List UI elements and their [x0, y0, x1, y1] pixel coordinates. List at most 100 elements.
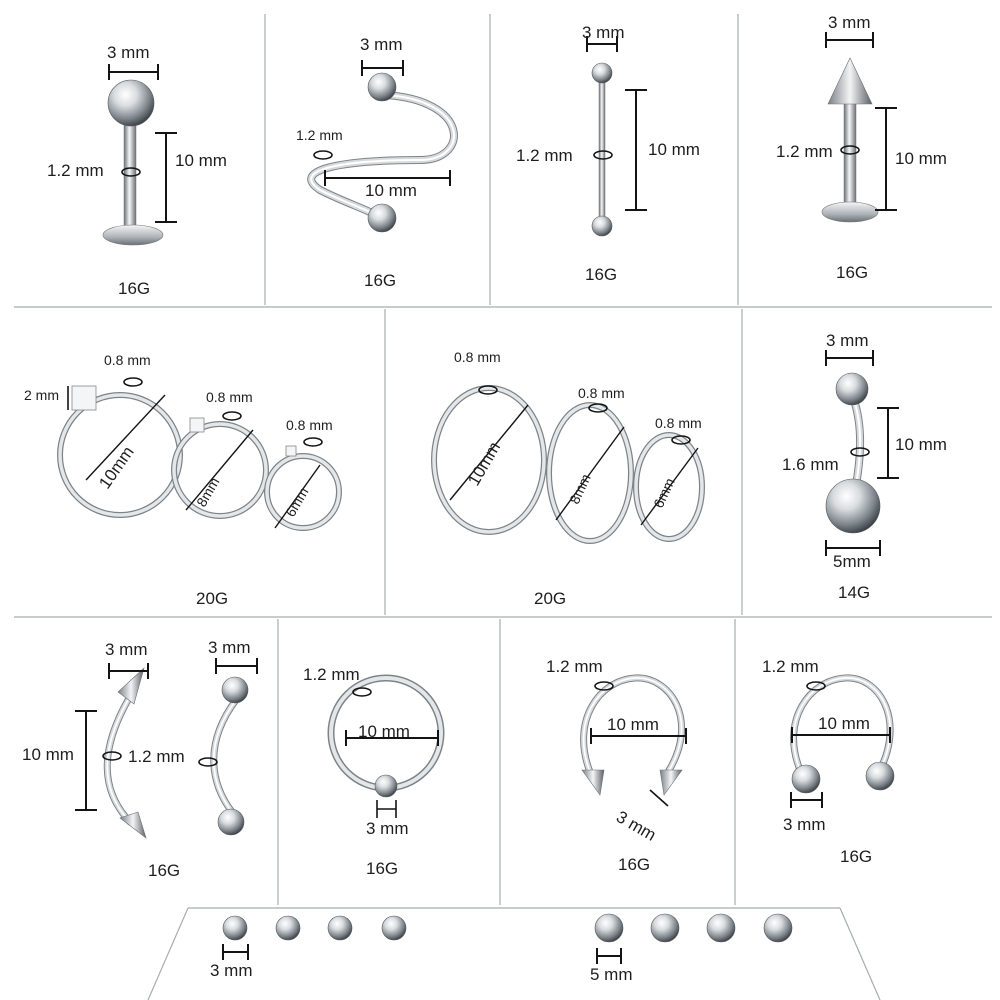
- length-label: 10 mm: [175, 151, 227, 170]
- length-label: 10 mm: [365, 181, 417, 200]
- wire-ring-mark: [222, 411, 242, 421]
- small-ball-size-label: 3 mm: [210, 961, 253, 980]
- hoop-end-disc: [285, 445, 297, 457]
- spare-ball-small: [222, 915, 248, 941]
- gauge-label: 16G: [836, 263, 869, 282]
- spare-ball-small: [327, 915, 353, 941]
- hoop-medium: [172, 422, 268, 518]
- wire-ring-mark: [303, 437, 323, 447]
- gauge-label: 16G: [118, 279, 151, 298]
- horseshoe-left-ball: [791, 764, 821, 794]
- wire-size-label: 1.2 mm: [762, 657, 819, 676]
- captive-ball: [374, 774, 398, 798]
- tray-left: [147, 907, 189, 1000]
- curved-spike-bar-shine: [106, 699, 131, 823]
- gauge-label: 14G: [838, 583, 871, 602]
- bar-ring-mark: [593, 150, 613, 160]
- wire-size-label: 1.2 mm: [303, 665, 360, 684]
- gauge-label: 16G: [585, 265, 618, 284]
- diameter-line: [449, 404, 529, 501]
- belly-top-ball: [835, 372, 869, 406]
- wire-ring-mark: [313, 150, 333, 160]
- twister-wire-shine: [310, 94, 455, 219]
- diameter-label: 10 mm: [607, 715, 659, 734]
- wire-size-label: 0.8 mm: [578, 385, 625, 401]
- spare-ball-large: [706, 913, 736, 943]
- wire-ring-mark: [102, 751, 122, 761]
- wire-size-label: 0.8 mm: [286, 417, 333, 433]
- diameter-line: [640, 447, 699, 526]
- hoop-small: [634, 433, 704, 541]
- horseshoe-left-spike: [581, 769, 605, 796]
- bar-size-label: 1.2 mm: [516, 146, 573, 165]
- ball-size-label: 3 mm: [366, 819, 409, 838]
- spike-dim: [649, 789, 669, 807]
- labret-disc: [102, 224, 164, 246]
- bar-size-label: 1.2 mm: [776, 142, 833, 161]
- bar-ring-mark: [121, 167, 141, 177]
- ball-size-label: 3 mm: [107, 43, 150, 62]
- wire-size-label: 0.8 mm: [655, 415, 702, 431]
- hoop-end-disc: [189, 417, 205, 433]
- spike-disc: [821, 201, 879, 223]
- gauge-label: 16G: [618, 855, 651, 874]
- diameter-line: [85, 394, 166, 481]
- large-ball-size-label: 5 mm: [590, 965, 633, 984]
- spare-ball-large: [650, 913, 680, 943]
- curved-top-spike: [117, 667, 145, 705]
- diameter-label: 10 mm: [358, 722, 410, 741]
- bar-ring-mark: [840, 145, 860, 155]
- length-label: 10 mm: [895, 149, 947, 168]
- bar-ring-mark: [850, 447, 870, 457]
- twister-bottom-ball: [367, 203, 397, 233]
- spare-ball-small: [275, 915, 301, 941]
- wire-size-label: 1.2 mm: [546, 657, 603, 676]
- wire-ring-mark: [198, 757, 218, 767]
- ball-size-label: 3 mm: [783, 815, 826, 834]
- horseshoe-right-ball: [865, 761, 895, 791]
- curved-top-ball: [221, 676, 249, 704]
- industrial-bar: [598, 79, 606, 221]
- bar-size-label: 1.2 mm: [296, 127, 343, 143]
- spare-ball-small: [381, 915, 407, 941]
- horseshoe-spike-wire-shine: [582, 677, 683, 773]
- wire-ring-mark: [594, 681, 614, 691]
- gauge-label: 20G: [534, 589, 567, 608]
- spike-cone: [827, 57, 873, 105]
- hoop-large: [58, 393, 182, 517]
- spike-post: [843, 99, 857, 213]
- ball-size-label: 3 mm: [208, 638, 251, 657]
- industrial-top-ball: [591, 62, 613, 84]
- curved-bottom-spike: [119, 811, 147, 839]
- wire-size-label: 0.8 mm: [454, 349, 501, 365]
- hoop-end-disc: [71, 385, 97, 411]
- length-label: 10 mm: [22, 745, 74, 764]
- gauge-label: 16G: [366, 859, 399, 878]
- spike-size-label: 3 mm: [105, 640, 148, 659]
- length-label: 10 mm: [895, 435, 947, 454]
- length-label: 10 mm: [648, 140, 700, 159]
- wire-ring-mark: [478, 385, 498, 395]
- spare-ball-large: [763, 913, 793, 943]
- bar-size-label: 1.6 mm: [782, 455, 839, 474]
- ball-size-label: 3 mm: [826, 331, 869, 350]
- diameter-label: 10 mm: [818, 714, 870, 733]
- gauge-label: 20G: [196, 589, 229, 608]
- diameter-line: [185, 429, 254, 511]
- big-ball-size-label: 5mm: [833, 552, 871, 571]
- curved-bottom-ball: [217, 808, 245, 836]
- bar-size-label: 1.2 mm: [47, 161, 104, 180]
- belly-bottom-ball: [825, 478, 881, 534]
- wire-ring-mark: [123, 377, 143, 387]
- cone-size-label: 3 mm: [828, 13, 871, 32]
- wire-ring-mark: [806, 681, 826, 691]
- horseshoe-right-spike: [659, 769, 683, 796]
- end-size-label: 2 mm: [24, 387, 59, 403]
- wire-ring-mark: [588, 403, 608, 413]
- spare-ball-large: [594, 913, 624, 943]
- hoop-large: [432, 386, 546, 534]
- hoop-medium: [547, 403, 633, 543]
- diameter-line: [555, 426, 625, 521]
